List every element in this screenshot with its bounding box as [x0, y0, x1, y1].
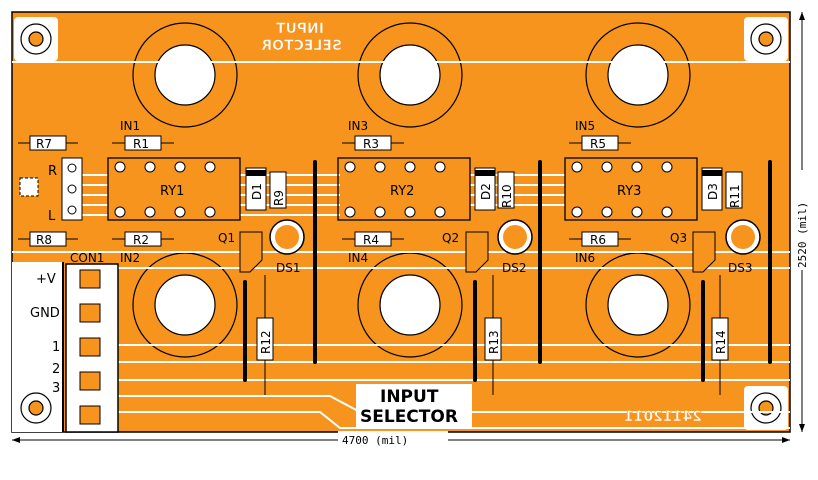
board-title-line-1: INPUT [380, 387, 439, 407]
input-in3-label: IN3 [348, 119, 368, 133]
resistor-r9-label: R9 [272, 190, 286, 206]
resistor-r2: R2 [112, 231, 174, 247]
connector-con1: CON1 +V GND 1 2 3 [30, 251, 119, 433]
input-in5-label: IN5 [575, 119, 595, 133]
mirrored-title-line-2: SELECTOR [261, 38, 342, 54]
resistor-r8: R8 [18, 231, 78, 247]
channel-l-label: L [48, 209, 56, 224]
dimension-height: 2520 (mil) [794, 12, 810, 432]
isolation-gaps [12, 61, 790, 429]
resistor-r1-label: R1 [133, 137, 149, 151]
input-in6-label: IN6 [575, 251, 595, 265]
connector-pin-2: GND [30, 306, 60, 321]
resistor-r5: R5 [569, 135, 631, 151]
relay-ry3: RY3 [564, 157, 698, 221]
resistor-r4-label: R4 [363, 233, 379, 247]
input-in2-label: IN2 [120, 251, 140, 265]
resistor-r11-label: R11 [728, 184, 742, 208]
jack-pads [132, 22, 691, 358]
resistor-r12: R12 [256, 275, 274, 395]
led-ds3: DS3 [725, 219, 761, 275]
relay-ry1: RY1 [107, 157, 241, 221]
board-title-line-2: SELECTOR [360, 407, 458, 427]
date-label: 24112011 [624, 409, 702, 425]
diode-d3: D3 [701, 167, 723, 211]
transistor-q2: Q2 [442, 231, 489, 273]
input-in1-label: IN1 [120, 119, 140, 133]
input-in4-label: IN4 [348, 251, 368, 265]
resistor-r10-label: R10 [500, 184, 514, 208]
dimension-width: 4700 (mil) [12, 431, 790, 447]
height-dimension-label: 2520 (mil) [796, 202, 809, 268]
resistor-r4: R4 [342, 231, 404, 247]
transistor-q3-label: Q3 [670, 231, 687, 245]
transistor-q2-label: Q2 [442, 231, 459, 245]
connector-pin-5: 3 [52, 381, 60, 396]
led-ds1: DS1 [269, 219, 305, 275]
resistor-r13-label: R13 [487, 330, 501, 354]
mirrored-date: 24112011 [624, 409, 703, 426]
resistor-r14: R14 [711, 275, 729, 395]
resistor-r2-label: R2 [133, 233, 149, 247]
connector-pin-1: +V [36, 272, 56, 287]
transistor-q1: Q1 [218, 231, 263, 273]
mirrored-title-line-1: INPUT [275, 21, 324, 37]
resistor-r13: R13 [484, 275, 502, 395]
connector-pin-3: 1 [52, 340, 60, 355]
transistor-q1-label: Q1 [218, 231, 235, 245]
diode-d1-label: D1 [250, 183, 264, 200]
relay-ry3-label: RY3 [617, 184, 641, 199]
resistor-r3-label: R3 [363, 137, 379, 151]
mirrored-board-title: INPUT SELECTOR [261, 21, 342, 55]
width-dimension-label: 4700 (mil) [342, 434, 408, 447]
connector-pin-4: 2 [52, 362, 60, 377]
relay-ry1-label: RY1 [160, 184, 184, 199]
resistor-r8-label: R8 [36, 233, 52, 247]
channel-r-label: R [48, 164, 57, 179]
jumpers [243, 160, 772, 382]
resistor-r1: R1 [112, 135, 174, 151]
resistor-r5-label: R5 [590, 137, 606, 151]
output-jack: R L [19, 157, 83, 224]
connector-name: CON1 [70, 251, 104, 265]
resistor-r6: R6 [569, 231, 631, 247]
transistor-q3: Q3 [670, 231, 716, 273]
mounting-holes [14, 17, 788, 430]
resistor-r12-label: R12 [259, 330, 273, 354]
resistor-r10: R10 [497, 171, 515, 209]
led-ds3-label: DS3 [728, 261, 753, 275]
relay-ry2-label: RY2 [390, 184, 414, 199]
resistor-r3: R3 [342, 135, 404, 151]
led-ds1-label: DS1 [276, 261, 301, 275]
diode-d2: D2 [474, 167, 496, 211]
resistor-r7: R7 [18, 135, 78, 151]
resistor-r7-label: R7 [36, 137, 52, 151]
diode-d3-label: D3 [706, 183, 720, 200]
relay-ry2: RY2 [337, 157, 471, 221]
diode-d1: D1 [245, 167, 267, 211]
resistor-r14-label: R14 [714, 330, 728, 354]
resistor-r6-label: R6 [590, 233, 606, 247]
led-ds2-label: DS2 [502, 261, 527, 275]
led-ds2: DS2 [497, 219, 533, 275]
resistor-r11: R11 [725, 171, 743, 209]
resistor-r9: R9 [269, 171, 287, 209]
diode-d2-label: D2 [479, 183, 493, 200]
